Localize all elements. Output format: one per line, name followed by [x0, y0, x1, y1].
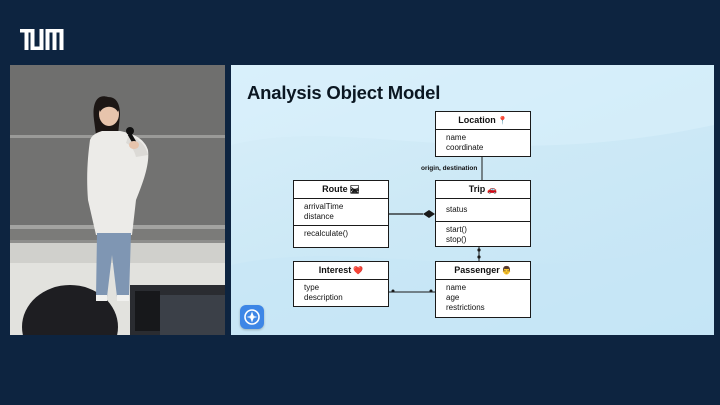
attribute: name: [446, 283, 467, 292]
slide: Analysis Object Model origin, destinatio…: [231, 65, 714, 335]
attribute: type: [304, 283, 320, 292]
attribute: status: [446, 205, 468, 214]
speaker-video: [10, 65, 225, 335]
class-trip-attributes: status: [436, 199, 530, 222]
attribute: description: [304, 293, 343, 302]
attribute: restrictions: [446, 303, 485, 312]
class-location: Location📍 name coordinate: [435, 111, 531, 157]
railway-icon: 🛤: [349, 185, 360, 194]
heart-icon: ❤️: [353, 266, 364, 275]
compass-icon: [244, 309, 260, 325]
class-location-name: Location: [458, 115, 496, 125]
car-icon: 🚗: [487, 185, 498, 194]
class-passenger-name: Passenger: [454, 265, 500, 275]
class-interest: Interest❤️ type description: [293, 261, 389, 307]
attribute: arrivalTime: [304, 202, 344, 211]
pin-icon: 📍: [497, 116, 508, 125]
app-compass-icon: [240, 305, 264, 329]
person-icon: 👨: [501, 266, 512, 275]
method: start(): [446, 225, 467, 234]
method: recalculate(): [304, 229, 349, 238]
uml-connectors: [389, 157, 483, 293]
class-interest-name: Interest: [318, 265, 352, 275]
slide-title: Analysis Object Model: [247, 82, 441, 103]
tum-logo: [20, 29, 64, 50]
association-label: origin, destination: [421, 165, 478, 172]
class-route-methods: recalculate(): [294, 226, 388, 242]
class-trip-name: Trip: [468, 184, 486, 194]
class-trip-methods: start() stop(): [436, 222, 530, 248]
class-route-name: Route: [322, 184, 348, 194]
class-trip: Trip🚗 status start() stop(): [435, 180, 531, 247]
class-route-attributes: arrivalTime distance: [294, 199, 388, 226]
attribute: distance: [304, 212, 334, 221]
attribute: name: [446, 133, 467, 142]
class-passenger: Passenger👨 name age restrictions: [435, 261, 531, 318]
class-passenger-attributes: name age restrictions: [436, 280, 530, 316]
attribute: coordinate: [446, 143, 484, 152]
speaker-scene: [10, 65, 225, 335]
attribute: age: [446, 293, 460, 302]
class-location-attributes: name coordinate: [436, 130, 530, 156]
method: stop(): [446, 235, 467, 244]
class-interest-attributes: type description: [294, 280, 388, 306]
class-route: Route🛤 arrivalTime distance recalculate(…: [293, 180, 389, 248]
